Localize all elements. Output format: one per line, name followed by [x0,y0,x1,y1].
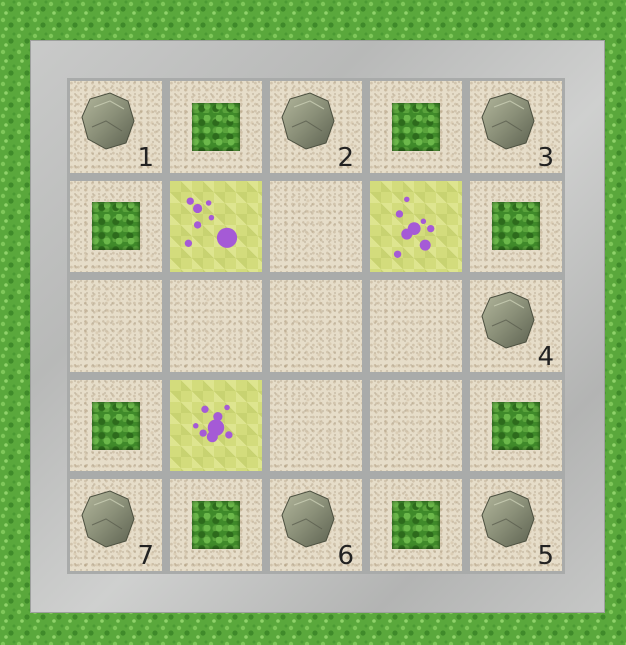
hedge-icon [392,103,440,151]
flower [420,239,431,250]
rock-number-label: 7 [137,543,154,569]
tile-hedge[interactable] [70,181,162,273]
flower [396,210,403,217]
tile-hedge[interactable] [170,479,262,571]
tile-hedge[interactable] [470,380,562,472]
hedge-icon [392,501,440,549]
tile-rock[interactable]: 1 [70,81,162,173]
tile-lawn[interactable] [370,181,462,273]
tile-sand[interactable] [270,380,362,472]
hedge-icon [492,402,540,450]
rock-icon [480,91,536,151]
tile-hedge[interactable] [70,380,162,472]
flower [201,405,208,412]
rock-icon [480,489,536,549]
tile-rock[interactable]: 4 [470,280,562,372]
flower-cluster-icon [170,181,262,273]
rock-icon [280,91,336,151]
tile-hedge[interactable] [370,81,462,173]
flower [209,214,215,219]
rock-icon [280,489,336,549]
flower [193,423,199,428]
tile-rock[interactable]: 2 [270,81,362,173]
tile-rock[interactable]: 7 [70,479,162,571]
flower [394,250,401,257]
flower [206,200,212,205]
rock-icon [480,290,536,350]
flower [187,197,194,204]
flower [404,196,410,201]
tile-lawn[interactable] [170,181,262,273]
garden-grid: 1 2 3 4 7 6 5 [67,78,565,574]
tile-rock[interactable]: 3 [470,81,562,173]
tile-hedge[interactable] [170,81,262,173]
tile-sand[interactable] [370,380,462,472]
flower [194,221,201,228]
hedge-icon [492,202,540,250]
flower [217,227,237,247]
hedge-icon [192,103,240,151]
tile-rock[interactable]: 5 [470,479,562,571]
tile-rock[interactable]: 6 [270,479,362,571]
flower [199,429,206,436]
hedge-icon [92,202,140,250]
rock-number-label: 3 [537,145,554,171]
hedge-icon [92,402,140,450]
tile-sand[interactable] [70,280,162,372]
flower [225,431,232,438]
rock-number-label: 6 [337,543,354,569]
flower [421,218,427,223]
tile-sand[interactable] [270,280,362,372]
tile-hedge[interactable] [370,479,462,571]
flower [427,225,434,232]
flower [401,228,412,239]
rock-icon [80,91,136,151]
tile-lawn[interactable] [170,380,262,472]
rock-number-label: 5 [537,543,554,569]
flower [193,203,202,212]
rock-icon [80,489,136,549]
rock-number-label: 1 [137,145,154,171]
flower-cluster-icon [170,380,262,472]
flower-cluster-icon [370,181,462,273]
tile-sand[interactable] [170,280,262,372]
tile-sand[interactable] [370,280,462,372]
flower [224,405,230,410]
tile-hedge[interactable] [470,181,562,273]
tile-sand[interactable] [270,181,362,273]
hedge-icon [192,501,240,549]
flower [207,431,218,442]
rock-number-label: 2 [337,145,354,171]
flower [185,239,192,246]
rock-number-label: 4 [537,344,554,370]
